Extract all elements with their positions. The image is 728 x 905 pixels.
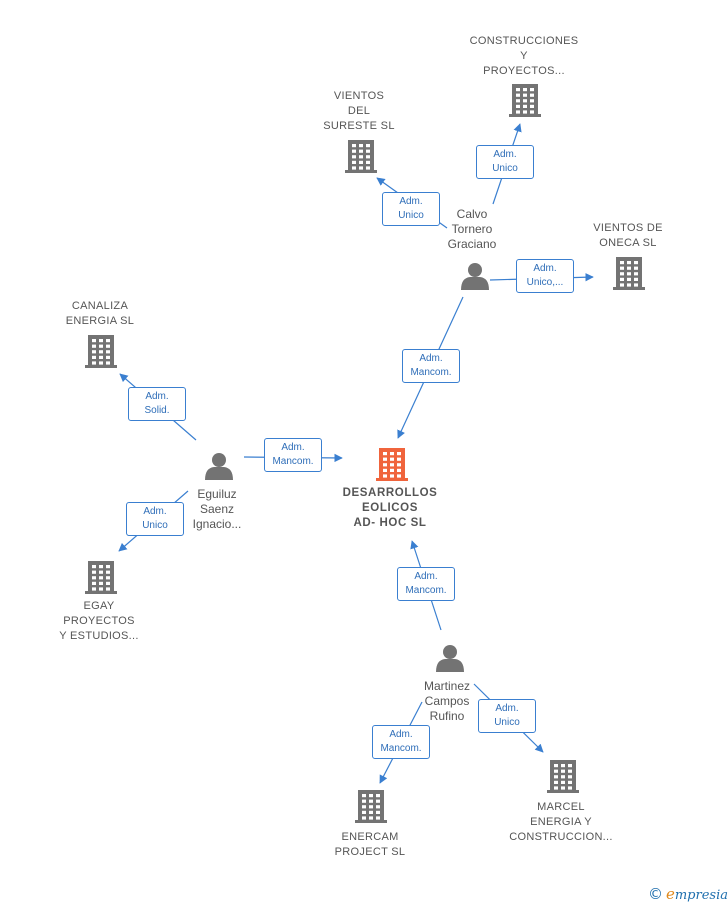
node-label-construcciones[interactable]: CONSTRUCCIONES Y PROYECTOS...: [469, 35, 579, 77]
empresia-watermark: ©empresia: [648, 885, 728, 903]
building-icon-enercam[interactable]: [355, 790, 387, 823]
building-icon-egay[interactable]: [85, 561, 117, 594]
node-label-vientos_oneca[interactable]: VIENTOS DE ONECA SL: [593, 222, 663, 249]
building-icon-vientos_sureste[interactable]: [345, 140, 377, 173]
person-icon-eguiluz[interactable]: [205, 453, 233, 480]
node-label-martinez[interactable]: Martinez Campos Rufino: [423, 679, 470, 723]
node-label-vientos_sureste[interactable]: VIENTOS DEL SURESTE SL: [323, 90, 395, 132]
edge-label-martinez-to-marcel[interactable]: Adm. Unico: [478, 699, 536, 733]
edge-label-martinez-to-enercam[interactable]: Adm. Mancom.: [372, 725, 430, 759]
edge-label-eguiluz-to-canaliza[interactable]: Adm. Solid.: [128, 387, 186, 421]
edge-label-calvo-to-vientos_sureste[interactable]: Adm. Unico: [382, 192, 440, 226]
node-label-canaliza[interactable]: CANALIZA ENERGIA SL: [65, 300, 135, 327]
building-icon-canaliza[interactable]: [85, 335, 117, 368]
building-icon-center[interactable]: [376, 448, 408, 481]
edge-label-martinez-to-center[interactable]: Adm. Mancom.: [397, 567, 455, 601]
brand-name: mpresia: [674, 888, 728, 903]
person-icon-calvo[interactable]: [461, 263, 489, 290]
copyright-icon: ©: [647, 885, 663, 903]
edge-label-calvo-to-center[interactable]: Adm. Mancom.: [402, 349, 460, 383]
node-label-egay[interactable]: EGAY PROYECTOS Y ESTUDIOS...: [59, 600, 139, 642]
node-label-marcel[interactable]: MARCEL ENERGIA Y CONSTRUCCION...: [509, 801, 613, 843]
person-icon-martinez[interactable]: [436, 645, 464, 672]
edge-label-calvo-to-vientos_oneca[interactable]: Adm. Unico,...: [516, 259, 574, 293]
edge-label-eguiluz-to-center[interactable]: Adm. Mancom.: [264, 438, 322, 472]
edge-label-calvo-to-construcciones[interactable]: Adm. Unico: [476, 145, 534, 179]
brand-initial: e: [665, 885, 675, 903]
building-icon-construcciones[interactable]: [509, 84, 541, 117]
node-label-calvo[interactable]: Calvo Tornero Graciano: [447, 207, 497, 251]
node-label-eguiluz[interactable]: Eguiluz Saenz Ignacio...: [192, 487, 242, 531]
building-icon-marcel[interactable]: [547, 760, 579, 793]
node-label-center[interactable]: DESARROLLOS EOLICOS AD- HOC SL: [342, 487, 438, 529]
edge-label-eguiluz-to-egay[interactable]: Adm. Unico: [126, 502, 184, 536]
building-icon-vientos_oneca[interactable]: [613, 257, 645, 290]
node-label-enercam[interactable]: ENERCAM PROJECT SL: [334, 831, 406, 858]
